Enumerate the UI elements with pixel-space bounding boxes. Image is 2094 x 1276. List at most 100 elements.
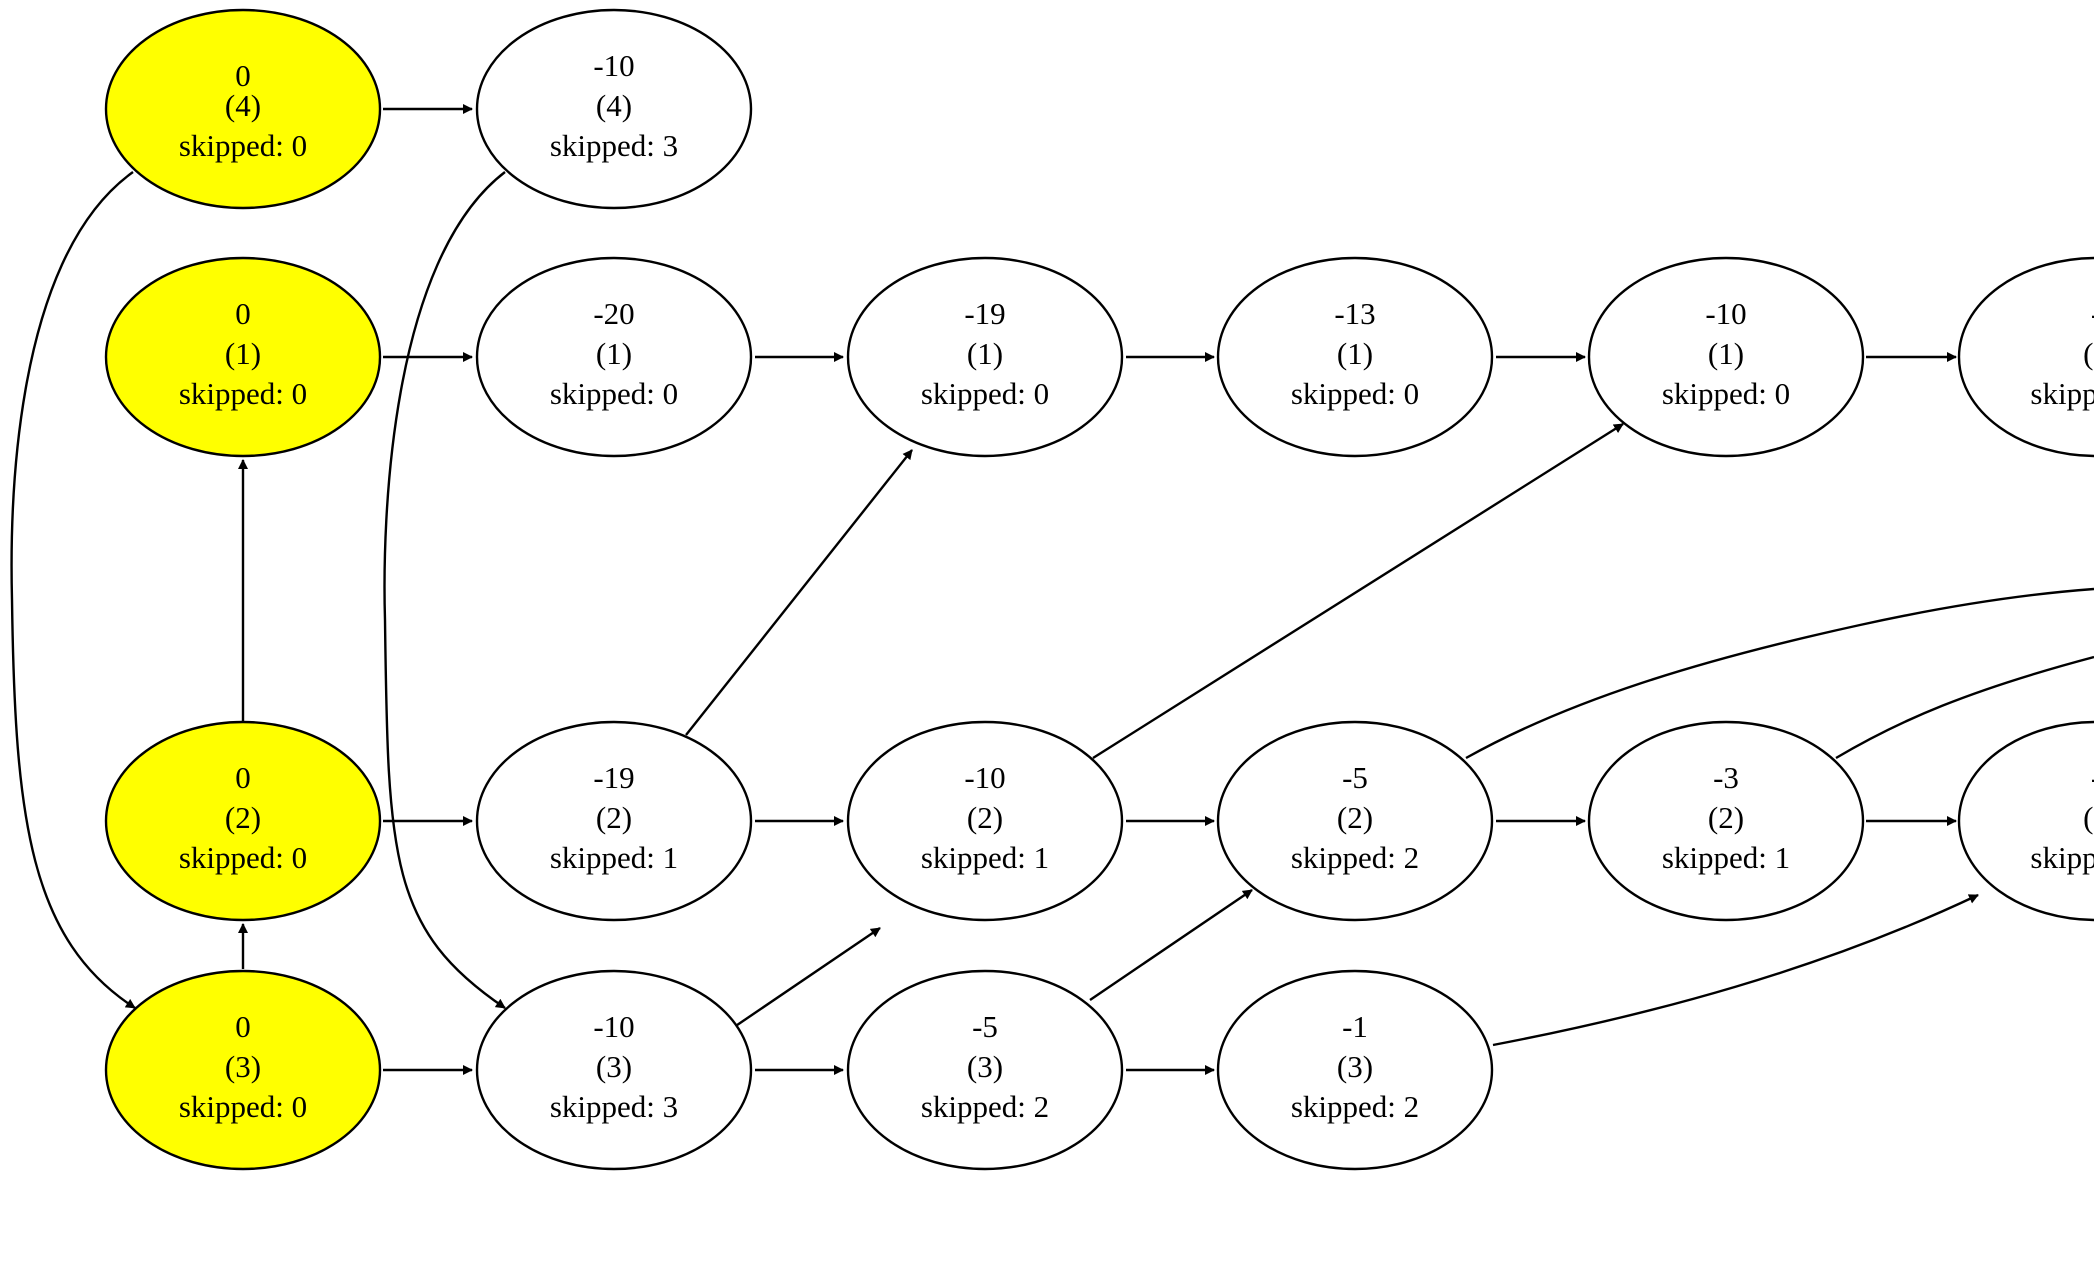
node-value: -10: [964, 760, 1005, 795]
node-group: (2: [2083, 800, 2094, 835]
edge-d2-offscreen: [1835, 655, 2094, 760]
node-group: (2): [225, 800, 261, 835]
node-s1: 0 (1) skipped: 0: [104, 256, 382, 458]
node-b1-shape: [846, 256, 1124, 458]
node-skipped: skipped: 0: [1291, 376, 1419, 411]
node-d2: -3 (2) skipped: 1: [1587, 720, 1865, 922]
node-skipped: skipped: 0: [179, 128, 307, 163]
node-value: -3: [1713, 760, 1739, 795]
node-skipped: skipp: [2030, 376, 2094, 411]
nodes: 0 (4) skipped: 0 0 (1) skipped: 0 0 (2) …: [104, 8, 2094, 1171]
node-d1-shape: [1587, 256, 1865, 458]
node-group: (1): [596, 336, 632, 371]
node-value: -10: [593, 1009, 634, 1044]
node-c3: -1 (3) skipped: 2: [1216, 969, 1494, 1171]
node-group: (2): [1337, 800, 1373, 835]
node-group: (1: [2083, 336, 2094, 371]
edge-a3-b2: [717, 927, 881, 1039]
node-skipped: skipp: [2030, 840, 2094, 875]
node-a3: -10 (3) skipped: 3: [475, 969, 753, 1171]
node-value: -10: [1705, 296, 1746, 331]
node-value: -1: [1342, 1009, 1368, 1044]
node-b1: -19 (1) skipped: 0: [846, 256, 1124, 458]
node-value: -5: [1342, 760, 1368, 795]
node-skipped: skipped: 2: [921, 1089, 1049, 1124]
node-group: (3): [225, 1049, 261, 1084]
node-value: -13: [1334, 296, 1375, 331]
node-skipped: skipped: 1: [921, 840, 1049, 875]
node-group: (3): [1337, 1049, 1373, 1084]
node-value: -10: [593, 48, 634, 83]
node-value: -19: [593, 760, 634, 795]
node-group: (2): [967, 800, 1003, 835]
node-a2-shape: [475, 720, 753, 922]
node-s2: 0 (2) skipped: 0: [104, 720, 382, 922]
node-s3: 0 (3) skipped: 0: [104, 969, 382, 1171]
node-group: (2): [1708, 800, 1744, 835]
node-e1-shape: [1957, 256, 2094, 458]
node-skipped: skipped: 2: [1291, 840, 1419, 875]
node-skipped: skipped: 0: [179, 376, 307, 411]
node-value: -: [2091, 760, 2094, 795]
edge-a2-b1: [685, 449, 913, 736]
node-value: 0: [235, 760, 251, 795]
edge-s4-s3: [10, 171, 136, 1010]
node-group: (2): [596, 800, 632, 835]
node-c2-shape: [1216, 720, 1494, 922]
node-value: 0: [235, 1009, 251, 1044]
node-skipped: skipped: 3: [550, 1089, 678, 1124]
node-group: (4): [225, 88, 261, 123]
node-group: (1): [1337, 336, 1373, 371]
node-group: (4): [596, 88, 632, 123]
edge-c2-offscreen: [1465, 587, 2094, 760]
node-s3-shape: [104, 969, 382, 1171]
node-skipped: skipped: 0: [179, 1089, 307, 1124]
node-e2-shape: [1957, 720, 2094, 922]
node-skipped: skipped: 1: [550, 840, 678, 875]
node-c1-shape: [1216, 256, 1494, 458]
node-b3-shape: [846, 969, 1124, 1171]
node-skipped: skipped: 0: [1662, 376, 1790, 411]
node-group: (1): [967, 336, 1003, 371]
node-group: (1): [1708, 336, 1744, 371]
node-value: 0: [235, 296, 251, 331]
edge-a4-a3: [383, 171, 506, 1009]
node-b2-shape: [846, 720, 1124, 922]
node-a1-shape: [475, 256, 753, 458]
node-c3-shape: [1216, 969, 1494, 1171]
node-value: -19: [964, 296, 1005, 331]
edges: [10, 104, 2094, 1075]
node-a2: -19 (2) skipped: 1: [475, 720, 753, 922]
node-group: (1): [225, 336, 261, 371]
edge-b2-d1: [1092, 422, 1624, 760]
node-value: 0: [235, 58, 251, 93]
node-skipped: skipped: 2: [1291, 1089, 1419, 1124]
node-a1: -20 (1) skipped: 0: [475, 256, 753, 458]
node-a4: -10 (4) skipped: 3: [475, 8, 753, 210]
node-skipped: skipped: 0: [179, 840, 307, 875]
node-a4-shape: [475, 8, 753, 210]
node-skipped: skipped: 0: [550, 376, 678, 411]
edge-b3-c2: [1089, 889, 1253, 1001]
node-c2: -5 (2) skipped: 2: [1216, 720, 1494, 922]
node-skipped: skipped: 0: [921, 376, 1049, 411]
node-c1: -13 (1) skipped: 0: [1216, 256, 1494, 458]
node-value: -5: [972, 1009, 998, 1044]
node-b3: -5 (3) skipped: 2: [846, 969, 1124, 1171]
node-s4-shape: [104, 8, 382, 210]
node-d2-shape: [1587, 720, 1865, 922]
node-skipped: skipped: 3: [550, 128, 678, 163]
node-skipped: skipped: 1: [1662, 840, 1790, 875]
node-s2-shape: [104, 720, 382, 922]
node-s4: 0 (4) skipped: 0: [104, 8, 382, 210]
node-d1: -10 (1) skipped: 0: [1587, 256, 1865, 458]
node-group: (3): [967, 1049, 1003, 1084]
node-b2: -10 (2) skipped: 1: [846, 720, 1124, 922]
edge-c3-e2: [1492, 893, 1979, 1047]
node-value: -20: [593, 296, 634, 331]
node-s1-shape: [104, 256, 382, 458]
node-group: (3): [596, 1049, 632, 1084]
node-a3-shape: [475, 969, 753, 1171]
node-e1: - (1 skipp: [1957, 256, 2094, 458]
